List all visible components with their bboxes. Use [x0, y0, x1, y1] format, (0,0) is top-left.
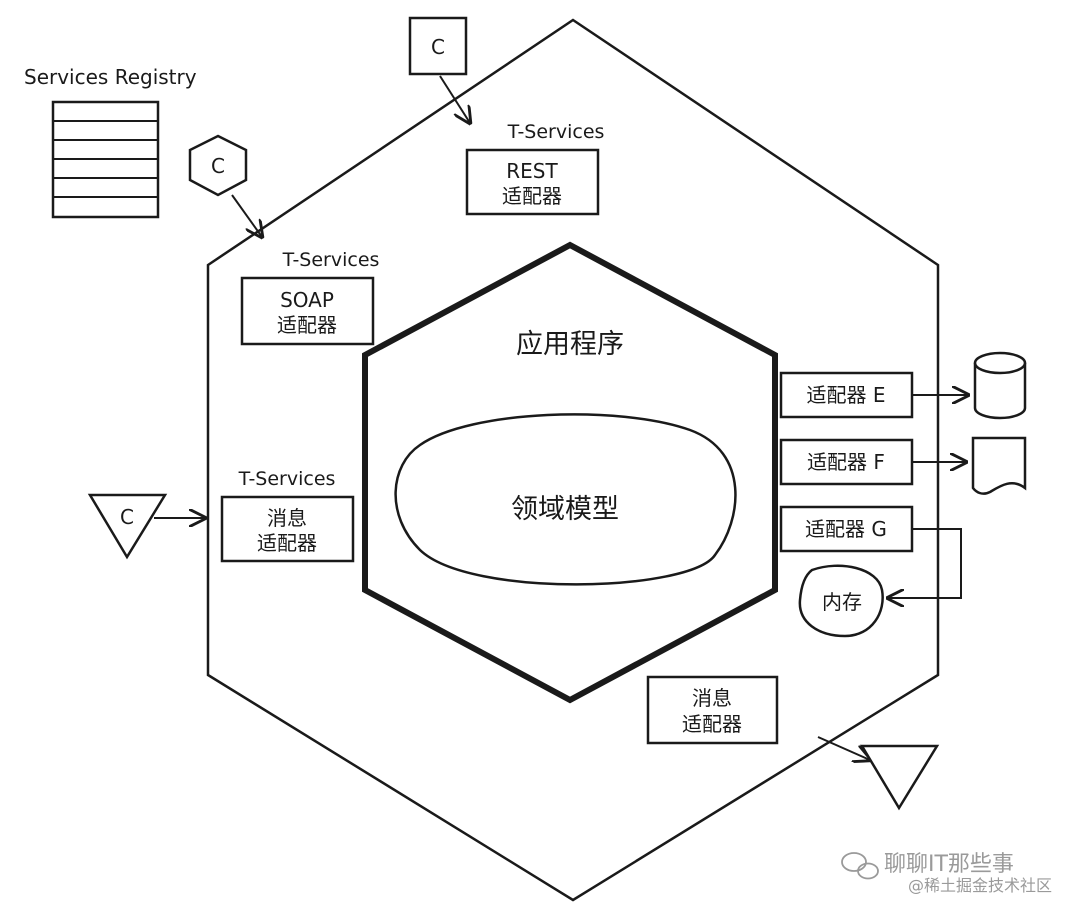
rest-group-label: T-Services	[507, 121, 605, 143]
rest-adapter-line2: 适配器	[502, 184, 562, 208]
rest-adapter	[465, 148, 600, 216]
message-adapter-bottom-line1: 消息	[692, 686, 732, 710]
soap-adapter	[240, 276, 375, 346]
watermark-account: 聊聊IT那些事	[884, 852, 1014, 877]
message-adapter-left-line1: 消息	[267, 506, 307, 530]
adapter-f	[779, 438, 914, 486]
client-hexagon-label: C	[211, 154, 225, 178]
client-square-label: C	[431, 35, 445, 59]
adapter-e-label: 适配器 E	[807, 383, 886, 407]
memory-blob	[798, 564, 884, 638]
client-triangle	[87, 493, 168, 560]
client-hexagon	[188, 134, 248, 197]
soap-adapter-line2: 适配器	[277, 313, 337, 337]
client-triangle-label: C	[120, 505, 134, 529]
adapter-g-arrow	[888, 528, 962, 598]
soap-adapter-line1: SOAP	[280, 288, 334, 312]
document-shape	[971, 436, 1027, 495]
services-registry-title: Services Registry	[24, 65, 197, 89]
domain-model-blob	[394, 413, 737, 586]
adapter-g-label: 适配器 G	[805, 517, 887, 541]
services-registry-table	[51, 100, 160, 219]
message-adapter-bottom	[646, 675, 779, 745]
rest-adapter-line1: REST	[506, 159, 558, 183]
wechat-icon	[841, 852, 879, 880]
application-label: 应用程序	[516, 329, 624, 360]
output-triangle	[859, 744, 940, 811]
watermark-source: @稀土掘金技术社区	[908, 876, 1052, 895]
memory-label: 内存	[822, 590, 862, 614]
adapter-f-label: 适配器 F	[807, 450, 885, 474]
client-square	[408, 16, 468, 76]
message-adapter-left	[220, 495, 355, 563]
message-adapter-bottom-line2: 适配器	[682, 712, 742, 736]
database-cylinder	[973, 351, 1027, 420]
client-hexagon-arrow	[231, 194, 262, 237]
output-triangle-arrow	[817, 736, 870, 760]
client-square-arrow	[439, 75, 470, 123]
soap-group-label: T-Services	[282, 249, 380, 271]
message-adapter-left-line2: 适配器	[257, 531, 317, 555]
adapter-g	[779, 505, 914, 553]
message-group-label: T-Services	[238, 468, 336, 490]
domain-model-label: 领域模型	[511, 494, 619, 525]
